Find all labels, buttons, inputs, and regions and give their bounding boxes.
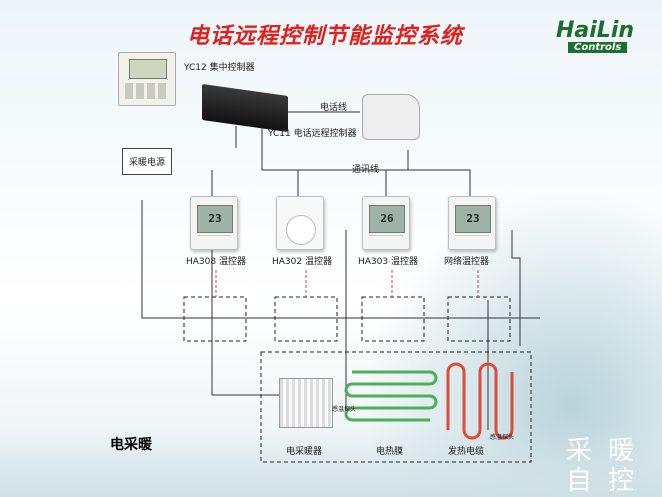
yc11-label: YC11 电话远程控制器 xyxy=(268,129,357,139)
heating-zone-box xyxy=(260,351,532,463)
power-bus xyxy=(141,200,540,319)
thermostat-label: 网络温控器 xyxy=(444,257,490,267)
thermostat-display: 26 xyxy=(369,205,405,233)
relay-box-1 xyxy=(183,296,247,342)
thermostat-display: 23 xyxy=(455,205,491,233)
thermostat-label: HA308 温控器 xyxy=(186,257,246,267)
relay-box-3 xyxy=(361,296,425,342)
thermostat-ha302 xyxy=(276,196,324,250)
right-feed xyxy=(511,230,521,346)
electric-heater-label: 电采暖器 xyxy=(286,447,323,457)
relay-box-4 xyxy=(447,296,511,342)
yc12-controller-image xyxy=(118,52,176,106)
electric-heater-image xyxy=(279,378,333,428)
brand-logo-sub: Controls xyxy=(568,42,628,53)
corner-text-2: 自 控 xyxy=(566,466,639,496)
heating-cable-label: 发热电缆 xyxy=(448,447,485,457)
relay-box-2 xyxy=(274,296,338,342)
category-label: 电采暖 xyxy=(110,437,152,453)
comm-line-wire xyxy=(261,126,471,196)
thermostat-label: HA302 温控器 xyxy=(272,257,332,267)
yc12-label: YC12 集中控制器 xyxy=(184,63,255,73)
phone-line-label: 电话线 xyxy=(320,103,348,113)
comm-line-label: 通讯线 xyxy=(352,165,380,175)
thermostat-display: 23 xyxy=(197,205,233,233)
page-title: 电话远程控制节能监控系统 xyxy=(186,23,463,49)
corner-text-1: 采 暖 xyxy=(566,436,639,466)
heating-power-box: 采暖电源 xyxy=(122,148,173,175)
heating-cable-graphic xyxy=(446,362,514,440)
heater-feed xyxy=(211,250,280,396)
heating-film-graphic xyxy=(344,370,438,422)
thermostat-network: 23 xyxy=(448,196,496,250)
dial-icon xyxy=(286,215,316,245)
thermostat-ha303: 26 xyxy=(362,196,410,250)
brand-logo: HaiLin xyxy=(556,18,635,43)
sensor-label: 感温探头 xyxy=(490,434,515,441)
background-bottom xyxy=(0,427,662,497)
telephone-image xyxy=(362,94,420,140)
sensor-label: 感温探头 xyxy=(332,406,357,413)
thermostat-label: HA303 温控器 xyxy=(358,257,418,267)
thermostat-ha308: 23 xyxy=(190,196,238,250)
heating-film-label: 电热膜 xyxy=(376,447,404,457)
